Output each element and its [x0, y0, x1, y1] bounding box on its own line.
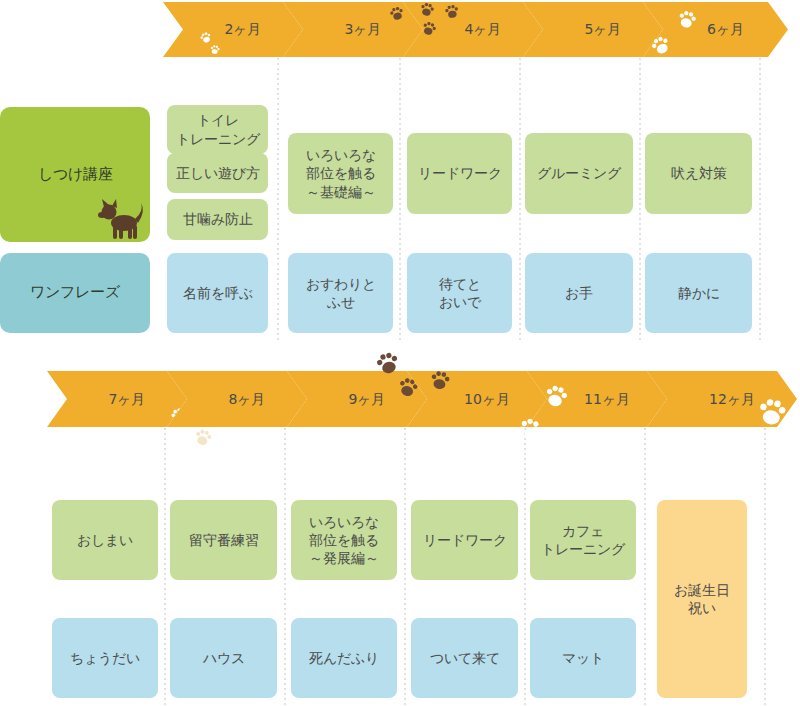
row-header: ワンフレーズ	[0, 253, 150, 333]
month-label: 6ヶ月	[707, 20, 744, 38]
course-box: おしまい	[52, 500, 158, 580]
paw-print	[430, 370, 451, 390]
course-box: トイレ トレーニング	[167, 105, 268, 154]
box-label: ちょうだい	[70, 649, 140, 667]
birthday-box: お誕生日 祝い	[657, 500, 747, 698]
course-box: いろいろな 部位を触る ～発展編～	[291, 500, 397, 580]
month-label: 12ヶ月	[709, 390, 755, 408]
month-label: 2ヶ月	[225, 20, 262, 38]
box-label: マット	[562, 649, 604, 667]
course-box: グルーミング	[525, 133, 633, 214]
box-label: カフェ トレーニング	[539, 522, 627, 558]
month-chevron: 11ヶ月	[527, 371, 667, 427]
box-label: いろいろな 部位を触る ～基礎編～	[303, 146, 378, 201]
row-header: しつけ講座	[0, 107, 150, 242]
month-label: 8ヶ月	[229, 390, 266, 408]
paw-print	[517, 416, 543, 442]
course-box: 吠え対策	[645, 133, 752, 214]
phrase-box: マット	[530, 618, 636, 698]
month-label: 5ヶ月	[585, 20, 622, 38]
course-box: いろいろな 部位を触る ～基礎編～	[288, 133, 393, 214]
box-label: ハウス	[203, 649, 245, 667]
month-label: 4ヶ月	[465, 20, 502, 38]
month-chevron: 9ヶ月	[287, 371, 427, 427]
box-label: ワンフレーズ	[30, 283, 120, 303]
phrase-box: 静かに	[645, 253, 752, 333]
box-label: 吠え対策	[671, 164, 727, 182]
box-label: しつけ講座	[38, 165, 113, 185]
course-box: リードワーク	[407, 133, 512, 214]
phrase-box: ついて来て	[411, 618, 518, 698]
phrase-box: 名前を呼ぶ	[167, 253, 268, 333]
dog-silhouette	[98, 199, 143, 239]
box-label: 静かに	[678, 284, 720, 302]
paw-print	[375, 351, 400, 375]
month-label: 9ヶ月	[349, 390, 386, 408]
phrase-box: 待てと おいで	[407, 253, 512, 333]
box-label: お誕生日 祝い	[669, 581, 735, 617]
paw-print	[757, 398, 787, 427]
box-label: 正しい遊び方	[176, 164, 260, 182]
box-label: 甘噛み防止	[183, 210, 253, 228]
paw-print	[650, 35, 672, 57]
box-label: リードワーク	[418, 164, 502, 182]
box-label: 待てと おいで	[430, 275, 490, 311]
paw-print	[677, 9, 697, 29]
box-label: リードワーク	[423, 531, 507, 549]
paw-print	[544, 384, 569, 408]
month-chevron: 6ヶ月	[643, 2, 788, 57]
month-chevron: 8ヶ月	[167, 371, 307, 427]
month-chevron: 3ヶ月	[283, 2, 423, 57]
phrase-box: ちょうだい	[52, 618, 158, 698]
month-label: 3ヶ月	[345, 20, 382, 38]
box-label: 死んだふり	[309, 649, 379, 667]
course-box: カフェ トレーニング	[530, 500, 636, 580]
paw-print	[199, 31, 212, 44]
box-label: 留守番練習	[189, 531, 259, 549]
course-box: リードワーク	[411, 500, 518, 580]
course-box: 甘噛み防止	[167, 199, 268, 240]
phrase-box: ハウス	[170, 618, 277, 698]
paw-print	[194, 428, 213, 446]
paw-print	[445, 4, 460, 18]
phrase-box: 死んだふり	[291, 618, 397, 698]
phrase-box: おすわりと ふせ	[288, 253, 393, 333]
month-chevron: 12ヶ月	[647, 371, 797, 427]
month-chevron: 7ヶ月	[47, 371, 187, 427]
paw-print	[210, 45, 220, 55]
box-label: 名前を呼ぶ	[183, 284, 253, 302]
box-label: ついて来て	[430, 649, 500, 667]
paw-print	[389, 6, 405, 21]
paw-print	[421, 21, 437, 37]
month-label: 10ヶ月	[464, 390, 510, 408]
box-label: いろいろな 部位を触る ～発展編～	[307, 513, 382, 568]
month-label: 11ヶ月	[584, 390, 630, 408]
month-label: 7ヶ月	[109, 390, 146, 408]
box-label: お手	[565, 284, 593, 302]
month-chevron: 5ヶ月	[523, 2, 663, 57]
course-box: 正しい遊び方	[167, 153, 268, 193]
month-chevron: 2ヶ月	[163, 2, 303, 57]
month-chevron: 4ヶ月	[403, 2, 543, 57]
box-label: トイレ トレーニング	[174, 111, 262, 147]
box-label: グルーミング	[537, 164, 621, 182]
box-label: おすわりと ふせ	[303, 275, 378, 311]
box-label: おしまい	[77, 531, 133, 549]
course-box: 留守番練習	[170, 500, 277, 580]
month-chevron: 10ヶ月	[407, 371, 547, 427]
paw-print	[419, 2, 435, 17]
phrase-box: お手	[525, 253, 633, 333]
